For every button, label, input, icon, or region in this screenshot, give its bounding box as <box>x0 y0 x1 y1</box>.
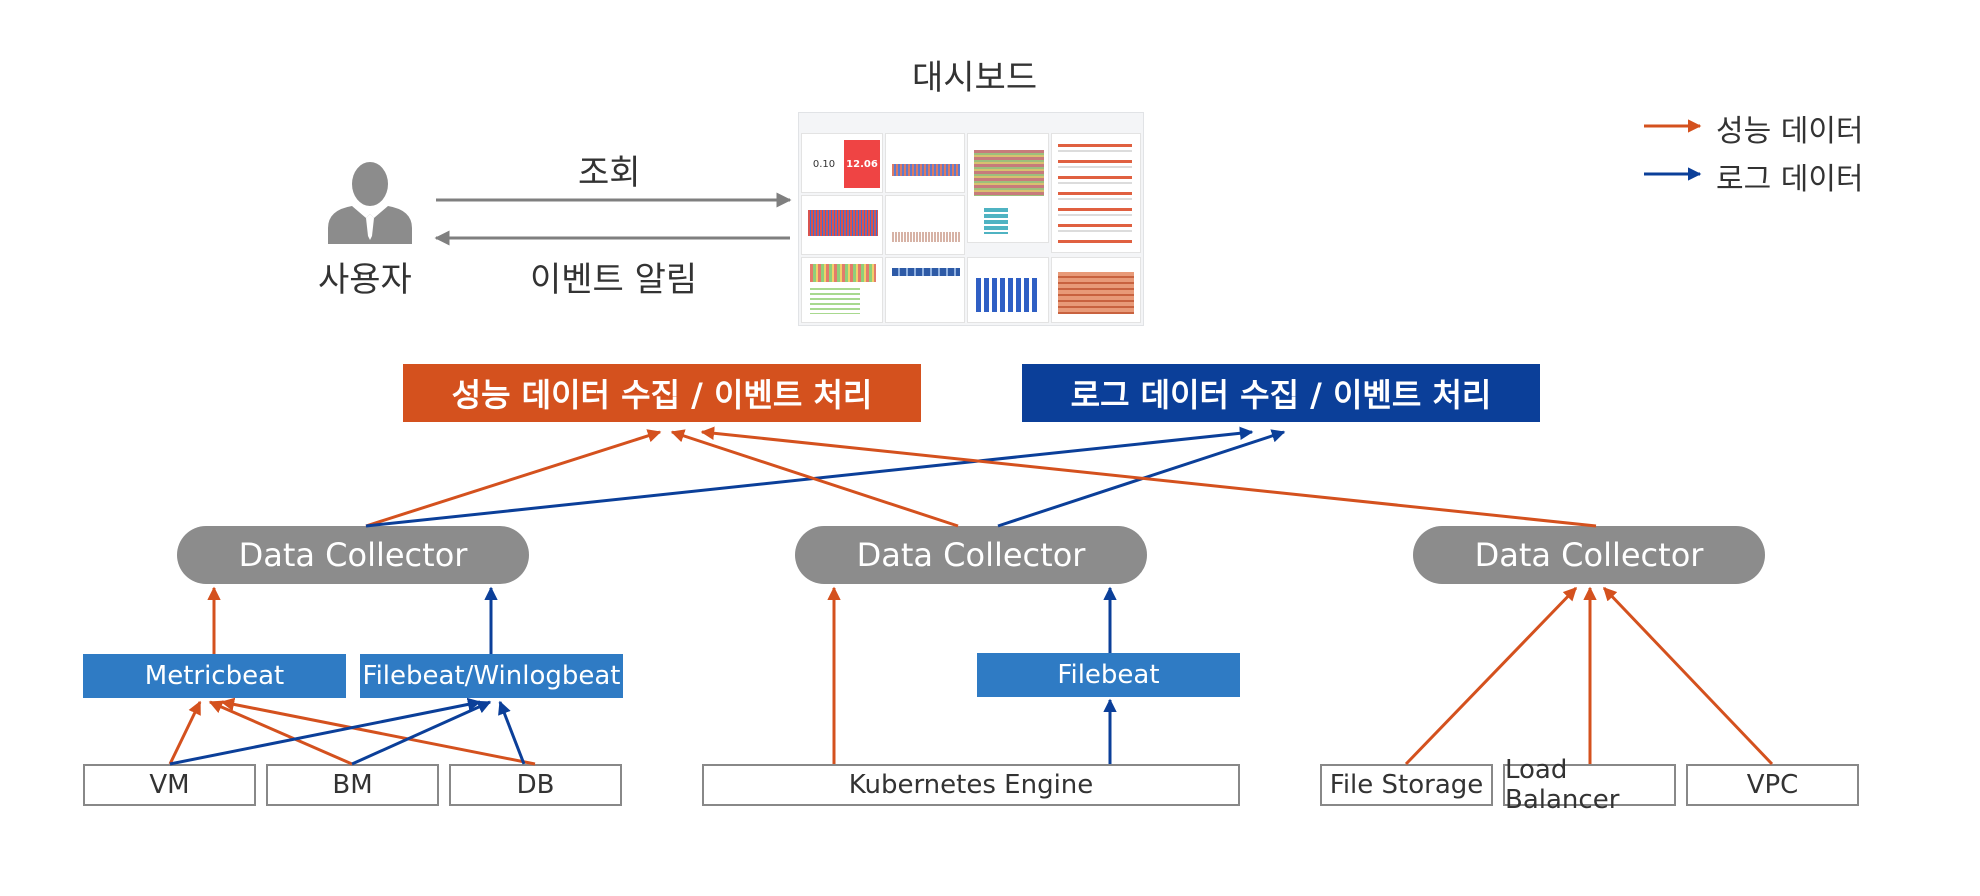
status-panel <box>885 257 965 323</box>
db-to-metricbeat <box>220 697 536 766</box>
filebeat-box: Filebeat <box>977 653 1240 697</box>
data-collector-left: Data Collector <box>177 526 529 584</box>
stat-value: 0.10 <box>806 140 842 188</box>
query-label: 조회 <box>578 153 641 193</box>
data-collector-right: Data Collector <box>1413 526 1765 584</box>
source-db: DB <box>449 764 622 806</box>
column-panel <box>967 257 1049 323</box>
bar-panel <box>801 195 883 255</box>
line-panel <box>885 133 965 193</box>
perf-collection-header: 성능 데이터 수집 / 이벤트 처리 <box>403 364 921 422</box>
heatmap-panel <box>801 257 883 323</box>
source-kubernetes-engine: Kubernetes Engine <box>702 764 1240 806</box>
source-vpc: VPC <box>1686 764 1859 806</box>
dashboard-title: 대시보드 <box>912 58 1038 98</box>
log-collection-header: 로그 데이터 수집 / 이벤트 처리 <box>1022 364 1540 422</box>
legend-log-label: 로그 데이터 <box>1716 162 1864 197</box>
bm-to-filebeat <box>351 700 492 766</box>
vm-to-metricbeat <box>168 700 202 765</box>
left-collector-perf-arrow <box>365 429 662 528</box>
stat-panel: 0.10 12.06 <box>801 133 883 193</box>
stacked-panel <box>967 133 1049 243</box>
stat-value-alert: 12.06 <box>844 140 880 188</box>
left-collector-log-arrow <box>365 426 1254 528</box>
source-vm: VM <box>83 764 256 806</box>
right-collector-perf-arrow <box>700 426 1597 528</box>
event-list-panel <box>1051 133 1141 253</box>
data-collector-center: Data Collector <box>795 526 1147 584</box>
vpc-arrow <box>1602 586 1774 766</box>
source-file-storage: File Storage <box>1320 764 1493 806</box>
line-panel-2 <box>885 195 965 255</box>
dashboard-preview: 0.10 12.06 <box>798 112 1144 326</box>
area-panel <box>1051 257 1141 323</box>
legend-perf-label: 성능 데이터 <box>1716 114 1864 149</box>
user-icon <box>328 162 412 244</box>
filebeat-winlogbeat-box: Filebeat/Winlogbeat <box>360 654 623 698</box>
vm-to-filebeat <box>169 697 482 766</box>
bm-to-metricbeat <box>208 700 353 766</box>
db-to-filebeat <box>498 700 526 765</box>
file-storage-arrow <box>1404 586 1578 766</box>
user-label: 사용자 <box>318 260 412 300</box>
metricbeat-box: Metricbeat <box>83 654 346 698</box>
alert-label: 이벤트 알림 <box>530 260 698 300</box>
center-collector-perf-arrow <box>670 429 959 528</box>
